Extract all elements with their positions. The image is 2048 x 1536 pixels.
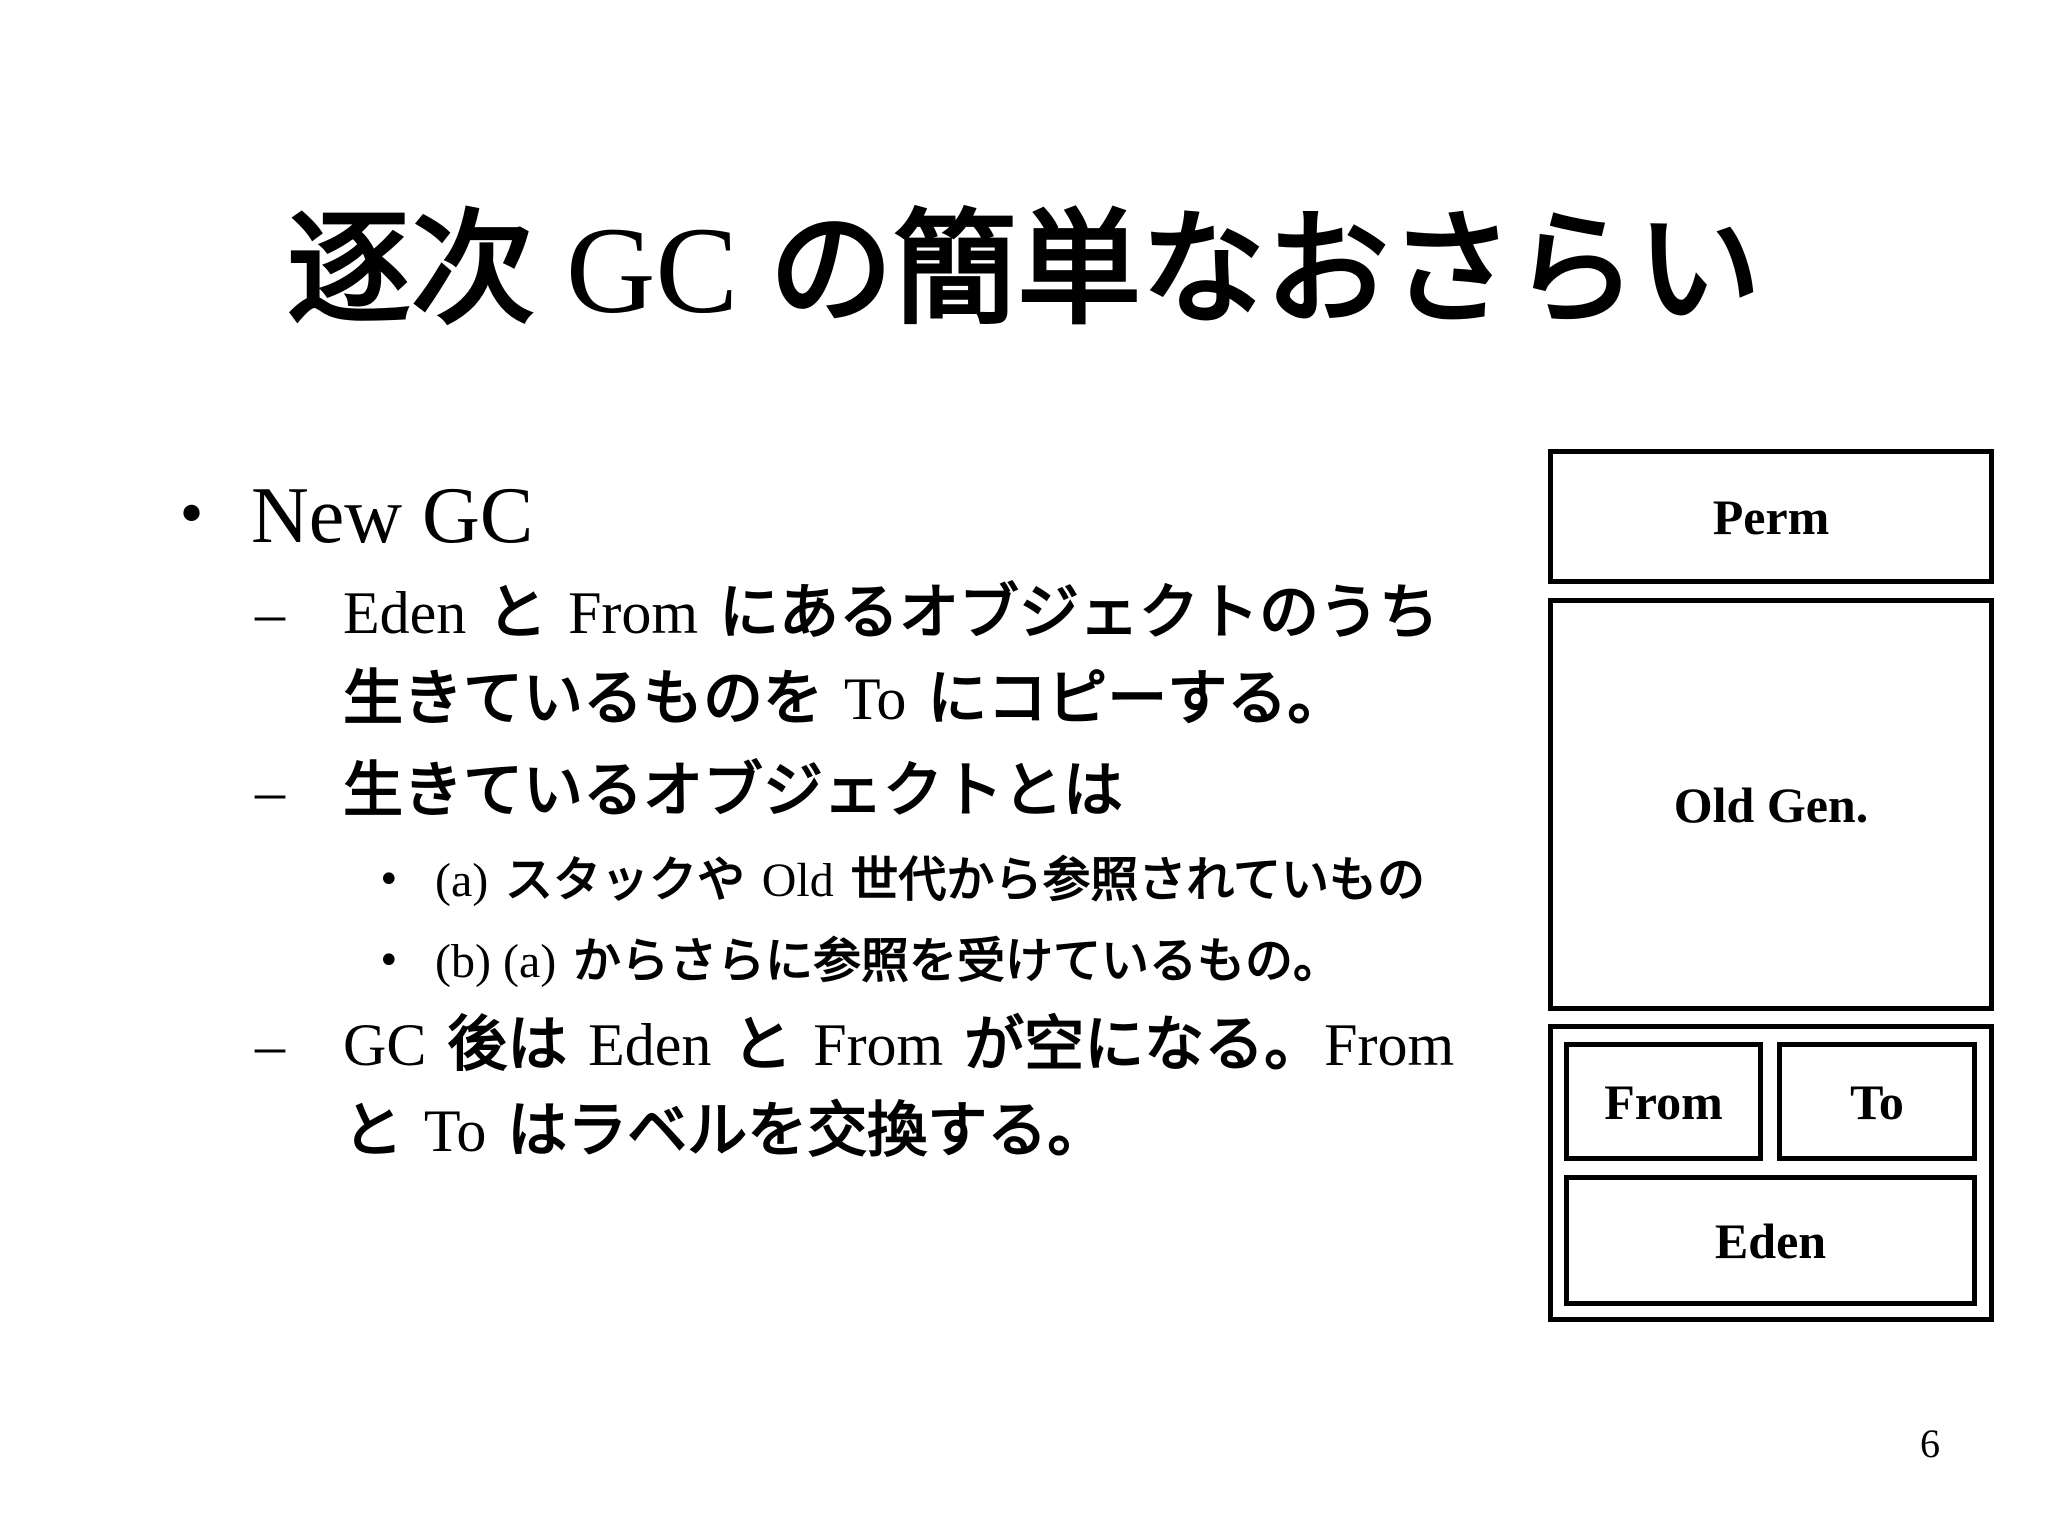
bullet-dot-icon: • bbox=[377, 857, 401, 903]
bullet-level2-after-gc: – GC 後は Eden と From が空になる。From と To はラベル… bbox=[255, 1002, 1465, 1174]
bullet-level3-a: • (a) スタックや Old 世代から参照されていもの bbox=[377, 846, 1465, 915]
text-to: と bbox=[466, 578, 569, 648]
slide-title: 逐次 GC の簡単なおさらい bbox=[0, 200, 2048, 341]
text-gc: GC bbox=[343, 1012, 427, 1078]
perm-box: Perm bbox=[1548, 449, 1994, 584]
bullet-dot-icon: • bbox=[175, 483, 209, 548]
text-empty: が空になる。 bbox=[943, 1010, 1325, 1080]
bullet-level2-copy: – Eden と From にあるオブジェクトのうち生きているものを To にコ… bbox=[255, 570, 1465, 742]
bullet-level1-new-gc: • New GC bbox=[175, 468, 1465, 564]
text-after: 後は bbox=[426, 1010, 589, 1080]
text-b: (b) (a) bbox=[435, 935, 557, 988]
eden-box: Eden bbox=[1564, 1175, 1977, 1306]
bullet-level3-b: • (b) (a) からさらに参照を受けているもの。 bbox=[377, 927, 1465, 996]
perm-label: Perm bbox=[1712, 488, 1830, 545]
text-eden: Eden bbox=[588, 1012, 712, 1078]
old-gen-box: Old Gen. bbox=[1548, 598, 1994, 1011]
dash-marker: – bbox=[255, 758, 285, 824]
bullet-dot-icon: • bbox=[377, 938, 401, 984]
title-text-2: GC bbox=[534, 202, 770, 339]
bullet-list: • New GC – Eden と From にあるオブジェクトのうち生きている… bbox=[175, 468, 1465, 1174]
bullet-text: New GC bbox=[251, 472, 534, 560]
text-referenced: 世代から参照されていもの bbox=[833, 852, 1425, 908]
bullet-level2-live-objects: – 生きているオブジェクトとは bbox=[255, 748, 1465, 834]
page-number: 6 bbox=[1920, 1421, 1940, 1466]
text-a: (a) bbox=[435, 854, 489, 907]
text-to-space: To bbox=[843, 666, 907, 732]
dash-marker: – bbox=[255, 1012, 285, 1078]
text-further: からさらに参照を受けているもの。 bbox=[556, 933, 1341, 989]
title-text-1: 逐次 bbox=[286, 198, 535, 342]
text-copy: にコピーする。 bbox=[906, 664, 1348, 734]
to-label: To bbox=[1850, 1073, 1904, 1130]
text-old: Old bbox=[761, 854, 834, 907]
old-gen-label: Old Gen. bbox=[1673, 776, 1869, 833]
text-desc: にあるオブジェクトのうち生きているものを bbox=[343, 578, 1439, 734]
text-eden: Eden bbox=[343, 580, 467, 646]
text-swap: はラベルを交換する。 bbox=[486, 1096, 1108, 1166]
dash-marker: – bbox=[255, 580, 285, 646]
eden-label: Eden bbox=[1714, 1212, 1827, 1269]
title-text-3: の簡単なおさらい bbox=[769, 198, 1762, 342]
text-and-2: と bbox=[343, 1096, 424, 1166]
from-box: From bbox=[1564, 1042, 1763, 1161]
from-label: From bbox=[1604, 1073, 1723, 1130]
text-from: From bbox=[813, 1012, 944, 1078]
text-stack: スタックや bbox=[488, 852, 762, 908]
to-box: To bbox=[1777, 1042, 1977, 1161]
text-to-2: To bbox=[423, 1098, 487, 1164]
text-and: と bbox=[711, 1010, 814, 1080]
text-from: From bbox=[568, 580, 699, 646]
text-from-2: From bbox=[1324, 1012, 1455, 1078]
text-live-objects: 生きているオブジェクトとは bbox=[343, 756, 1123, 826]
